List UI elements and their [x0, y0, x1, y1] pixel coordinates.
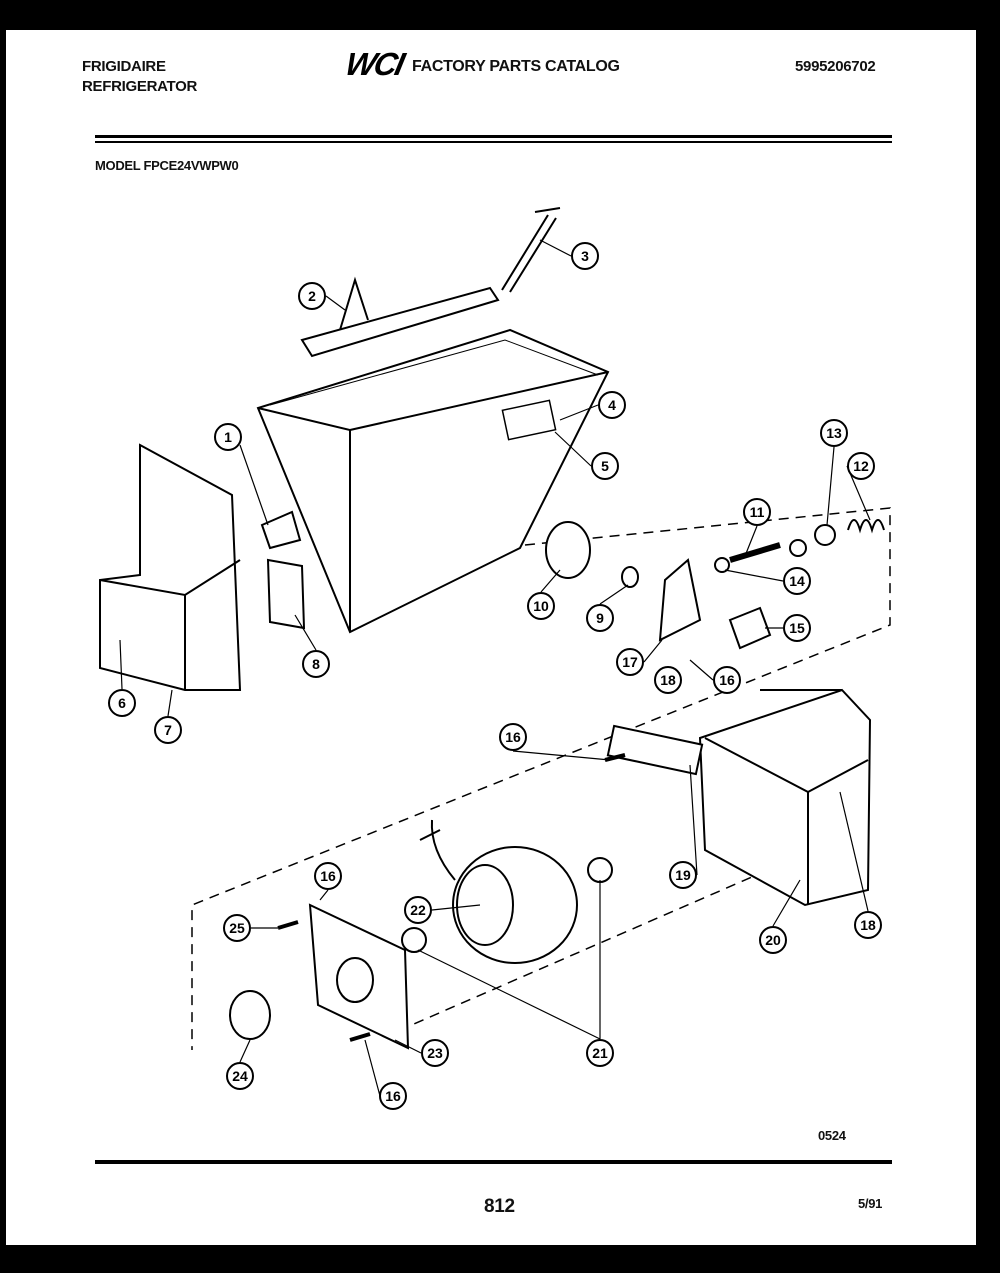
callout-11: 11: [743, 498, 771, 526]
part-10-wheel: [545, 521, 591, 579]
callout-15: 15: [783, 614, 811, 642]
callout-20: 20: [759, 926, 787, 954]
callout-14: 14: [783, 567, 811, 595]
callout-3: 3: [571, 242, 599, 270]
callout-2: 2: [298, 282, 326, 310]
model-number: MODEL FPCE24VWPW0: [95, 158, 239, 173]
callout-18: 18: [654, 666, 682, 694]
callout-12: 12: [847, 452, 875, 480]
part-19-gasket: [606, 724, 704, 776]
part-24-cam: [229, 990, 271, 1040]
assembly-outline: [191, 507, 891, 1050]
callout-9: 9: [586, 604, 614, 632]
callout-10: 10: [527, 592, 555, 620]
header-rule-top: [95, 135, 892, 138]
catalog-title: FACTORY PARTS CATALOG: [412, 58, 620, 75]
leader-lines: [119, 239, 871, 1097]
part-7-front-cover: [99, 443, 242, 691]
header-rule-bottom: [95, 141, 892, 143]
part-4-bin: [256, 328, 610, 634]
callout-7: 7: [154, 716, 182, 744]
part-21-gear-b: [587, 857, 613, 883]
part-9-gear: [621, 566, 639, 588]
callout-16: 16: [379, 1082, 407, 1110]
part-17-plate: [658, 558, 702, 642]
screw-16b: [604, 753, 626, 762]
screw-25: [277, 920, 299, 930]
part-23-mount-plate: [308, 903, 410, 1050]
part-3-arm: [501, 207, 561, 293]
callout-21: 21: [586, 1039, 614, 1067]
part-12-spring: [847, 519, 885, 534]
callout-5: 5: [591, 452, 619, 480]
callout-4: 4: [598, 391, 626, 419]
callout-18: 18: [854, 911, 882, 939]
part-14-washer: [714, 557, 730, 573]
callout-22: 22: [404, 896, 432, 924]
callout-16: 16: [713, 666, 741, 694]
callout-23: 23: [421, 1039, 449, 1067]
brand-name: FRIGIDAIRE: [82, 58, 166, 75]
callout-19: 19: [669, 861, 697, 889]
callout-6: 6: [108, 689, 136, 717]
product-type: REFRIGERATOR: [82, 78, 198, 95]
callout-24: 24: [226, 1062, 254, 1090]
callout-17: 17: [616, 648, 644, 676]
part-8-bracket: [266, 558, 306, 630]
part-2-shelf: [300, 276, 500, 358]
part-14-washer-2: [789, 539, 807, 557]
part-5-label: [501, 399, 557, 441]
footer-rule: [95, 1160, 892, 1164]
part-20-housing: [698, 688, 872, 907]
figure-code: 0524: [818, 1128, 846, 1143]
page-number: 812: [484, 1196, 515, 1217]
callout-25: 25: [223, 914, 251, 942]
callout-16: 16: [499, 723, 527, 751]
callout-16: 16: [314, 862, 342, 890]
callout-8: 8: [302, 650, 330, 678]
part-11-shaft: [729, 542, 781, 563]
part-21-gear-a: [401, 927, 427, 953]
part-13-nut: [814, 524, 836, 546]
publication-date: 5/91: [858, 1196, 883, 1211]
part-1-clip: [260, 510, 302, 550]
part-22-motor: [452, 846, 578, 964]
callout-1: 1: [214, 423, 242, 451]
callout-13: 13: [820, 419, 848, 447]
motor-wires: [419, 819, 456, 881]
screw-16: [349, 1032, 371, 1042]
catalog-number: 5995206702: [795, 58, 876, 75]
part-15-switch: [728, 606, 772, 650]
